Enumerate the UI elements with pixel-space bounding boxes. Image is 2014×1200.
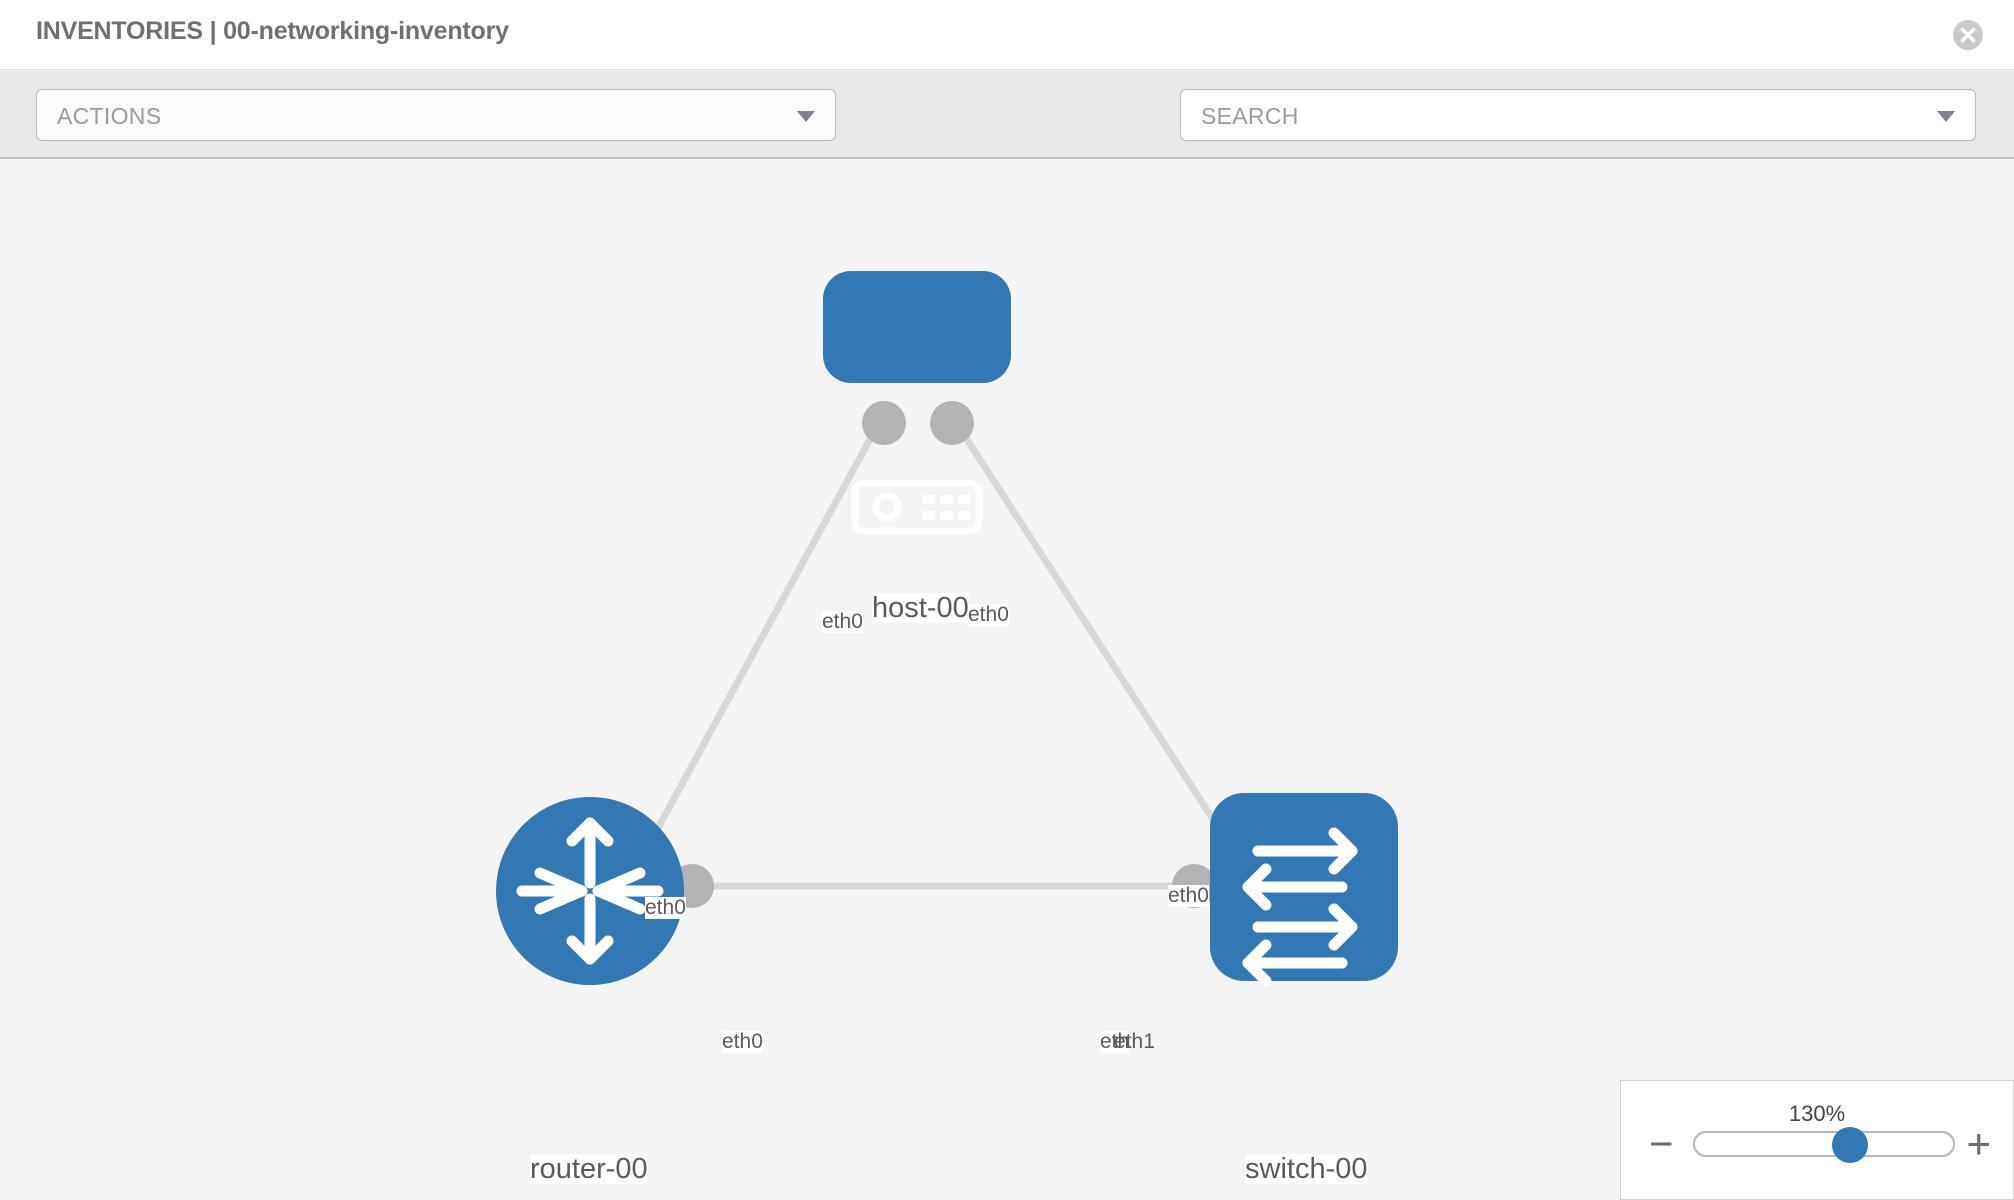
close-icon[interactable] [1952,19,1984,51]
connector-nub [862,401,906,445]
interface-label: eth [1100,1030,1130,1054]
node-label-router-00: router-00 [530,1153,648,1185]
zoom-slider[interactable] [1693,1127,1955,1163]
server-icon [851,479,983,535]
toolbar: ACTIONS SEARCH [0,71,2014,202]
connector-nub [930,401,974,445]
router-arrows-icon [516,817,664,965]
topology-node-host-00[interactable] [823,271,1011,535]
topology-canvas[interactable]: host-00 router-00 switch-00 eth0 eth0 et… [0,161,2014,1200]
zoom-in-button[interactable]: + [1966,1120,1991,1167]
topology-links [636,419,1243,890]
search-placeholder: SEARCH [1201,103,1299,129]
page-title: INVENTORIES | 00-networking-inventory [36,17,509,45]
node-label-switch-00: switch-00 [1245,1153,1368,1185]
topology-node-router-00[interactable] [496,797,684,985]
link-host00-switch00 [952,419,1243,863]
actions-dropdown-label: ACTIONS [57,103,162,129]
topology-node-switch-00[interactable] [1210,793,1398,987]
zoom-percent-label: 130% [1788,1101,1846,1126]
zoom-out-button[interactable]: − [1649,1120,1674,1167]
topology-graph [496,271,1398,987]
link-host00-router00 [636,419,884,863]
actions-dropdown[interactable]: ACTIONS [36,89,836,141]
page-header: INVENTORIES | 00-networking-inventory [0,0,2014,70]
interface-label: eth1 [1114,1030,1155,1053]
interface-label: eth0 [722,1030,763,1054]
zoom-control-panel: 130% − + [1620,1080,2014,1200]
node-label-host-00: host-00 [872,592,969,624]
interface-label: eth0 [645,896,686,920]
interface-label: eth0 [968,603,1009,627]
chevron-down-icon[interactable] [1937,111,1955,122]
chevron-down-icon [797,111,815,122]
zoom-slider-handle[interactable] [1831,1127,1868,1163]
interface-label: eth0 [822,610,863,634]
switch-arrows-icon [1242,827,1358,987]
interface-label: eth0 [1168,884,1209,908]
search-input[interactable]: SEARCH [1180,89,1976,141]
